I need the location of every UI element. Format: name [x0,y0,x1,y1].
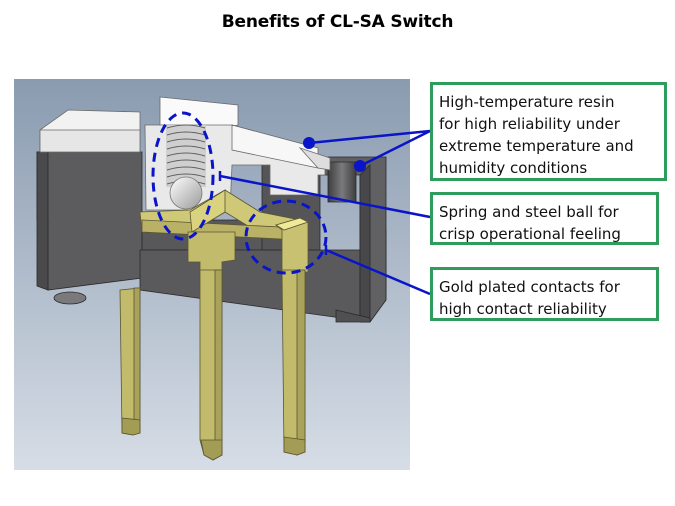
steel-ball [169,176,203,210]
callout-contacts-line: high contact reliability [439,300,607,318]
callout-resin: High-temperature resin for high reliabil… [430,82,667,181]
callout-resin-line: extreme temperature and [439,137,634,155]
callout-contacts: Gold plated contacts for high contact re… [430,267,659,321]
callout-contacts-line: Gold plated contacts for [439,278,620,296]
gold-contacts [119,189,310,461]
leader-spring [219,174,431,219]
leader-resin-b [359,129,431,168]
leader-contacts [325,248,431,296]
slide-title: Benefits of CL-SA Switch [221,12,454,32]
leader-lines [218,129,431,296]
callout-resin-line: for high reliability under [439,115,620,133]
leader-resin-a [308,129,431,145]
leader-dot-resin-a [303,137,315,149]
callout-resin-line: High-temperature resin [439,93,615,111]
callout-spring-line: crisp operational feeling [439,225,621,243]
leader-dot-resin-b [354,160,366,172]
callout-spring-line: Spring and steel ball for [439,203,619,221]
callout-spring: Spring and steel ball for crisp operatio… [430,192,659,245]
callout-resin-line: humidity conditions [439,159,588,177]
contacts-highlight-ellipse [244,199,328,275]
spring-highlight-ellipse [151,111,215,241]
